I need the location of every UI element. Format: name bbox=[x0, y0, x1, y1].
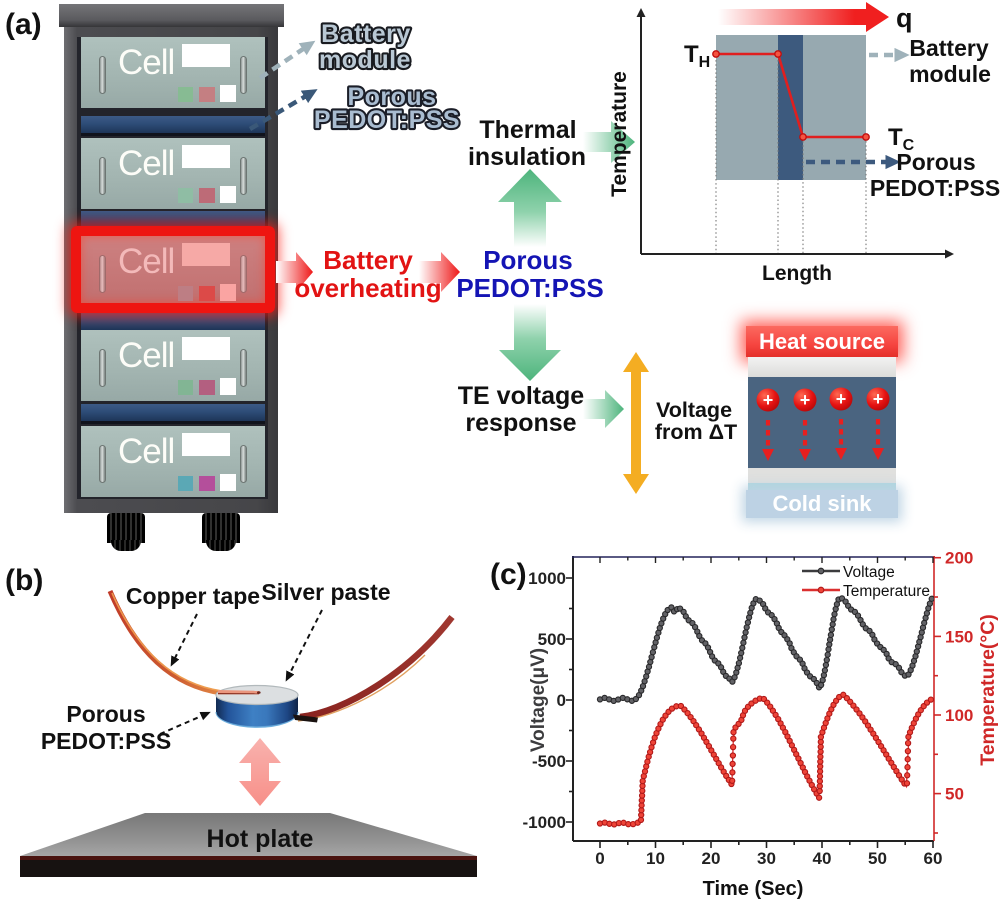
svg-text:module: module bbox=[909, 61, 991, 87]
svg-text:40: 40 bbox=[813, 849, 832, 868]
svg-text:response: response bbox=[465, 409, 576, 437]
svg-text:Temperature: Temperature bbox=[608, 71, 631, 197]
svg-text:Porous: Porous bbox=[483, 245, 573, 275]
svg-text:Voltage(μV): Voltage(μV) bbox=[528, 648, 549, 752]
svg-text:-1000: -1000 bbox=[523, 813, 566, 832]
svg-text:TE voltage: TE voltage bbox=[458, 382, 585, 410]
svg-text:50: 50 bbox=[868, 849, 887, 868]
svg-text:Copper tape: Copper tape bbox=[126, 583, 260, 609]
svg-text:10: 10 bbox=[646, 849, 665, 868]
svg-text:Thermal: Thermal bbox=[479, 116, 576, 144]
svg-text:Battery: Battery bbox=[321, 20, 411, 48]
svg-text:Length: Length bbox=[762, 262, 832, 285]
svg-text:60: 60 bbox=[924, 849, 943, 868]
svg-text:Silver paste: Silver paste bbox=[261, 579, 390, 605]
svg-text:Porous: Porous bbox=[896, 149, 975, 175]
svg-text:overheating: overheating bbox=[294, 273, 441, 303]
svg-text:1000: 1000 bbox=[528, 569, 566, 588]
svg-text:Battery: Battery bbox=[909, 35, 988, 61]
svg-text:500: 500 bbox=[538, 630, 566, 649]
svg-text:PEDOT:PSS: PEDOT:PSS bbox=[314, 106, 460, 134]
svg-text:PEDOT:PSS: PEDOT:PSS bbox=[41, 728, 171, 754]
svg-text:Time (Sec): Time (Sec) bbox=[703, 878, 804, 900]
svg-text:Voltage: Voltage bbox=[843, 564, 895, 581]
svg-text:q: q bbox=[896, 3, 913, 33]
svg-text:100: 100 bbox=[945, 706, 973, 725]
svg-text:Battery: Battery bbox=[323, 245, 413, 275]
svg-text:Porous: Porous bbox=[347, 83, 436, 111]
svg-text:Temperature(°C): Temperature(°C) bbox=[977, 614, 999, 766]
svg-text:TH: TH bbox=[684, 41, 710, 71]
svg-text:150: 150 bbox=[945, 627, 973, 646]
svg-text:+: + bbox=[800, 390, 811, 410]
svg-text:200: 200 bbox=[945, 549, 973, 568]
svg-text:20: 20 bbox=[702, 849, 721, 868]
svg-text:0: 0 bbox=[595, 849, 604, 868]
svg-text:Voltage: Voltage bbox=[656, 398, 732, 422]
svg-text:+: + bbox=[763, 390, 774, 410]
svg-text:PEDOT:PSS: PEDOT:PSS bbox=[456, 273, 603, 303]
svg-text:insulation: insulation bbox=[468, 143, 586, 171]
svg-text:+: + bbox=[873, 389, 884, 409]
svg-text:-500: -500 bbox=[532, 752, 566, 771]
svg-text:(b): (b) bbox=[5, 564, 43, 597]
svg-text:50: 50 bbox=[945, 785, 964, 804]
svg-text:PEDOT:PSS: PEDOT:PSS bbox=[870, 175, 1000, 201]
svg-text:module: module bbox=[319, 46, 411, 74]
svg-text:(c): (c) bbox=[490, 558, 527, 591]
svg-text:from ΔT: from ΔT bbox=[655, 420, 737, 444]
svg-text:30: 30 bbox=[757, 849, 776, 868]
svg-text:Hot plate: Hot plate bbox=[207, 825, 314, 853]
svg-text:0: 0 bbox=[557, 691, 566, 710]
svg-text:+: + bbox=[836, 389, 847, 409]
svg-text:Temperature: Temperature bbox=[843, 583, 930, 600]
svg-text:Porous: Porous bbox=[66, 701, 145, 727]
